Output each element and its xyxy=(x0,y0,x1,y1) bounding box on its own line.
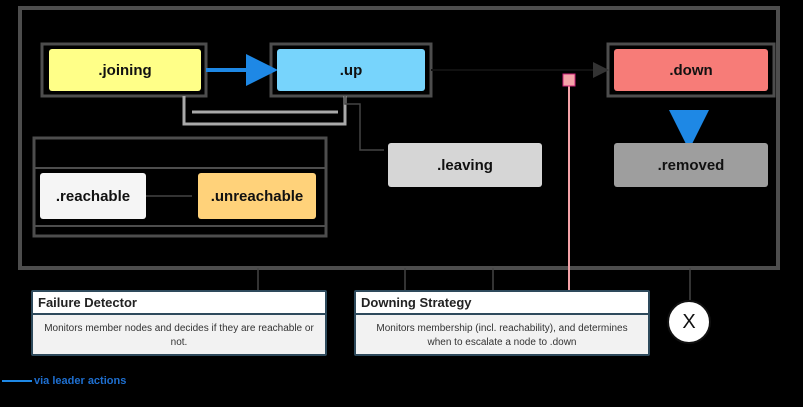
state-removed: .removed xyxy=(614,143,768,187)
outer-frame xyxy=(18,6,780,270)
terminated-x-symbol: X xyxy=(667,300,711,344)
failure-detector-description: Monitors member nodes and decides if the… xyxy=(44,323,314,348)
state-down: .down xyxy=(614,49,768,91)
downing-strategy-panel: Downing Strategy Monitors membership (in… xyxy=(354,290,650,356)
downing-strategy-title: Downing Strategy xyxy=(356,292,648,315)
legend: via leader actions xyxy=(2,375,126,387)
up-to-leaving-line xyxy=(344,96,384,151)
state-joining: .joining xyxy=(49,49,201,91)
downing-strategy-description: Monitors membership (incl. reachability)… xyxy=(376,323,628,348)
reachability-inner-frame xyxy=(33,167,327,227)
downing-marker xyxy=(562,73,576,87)
state-unreachable: .unreachable xyxy=(198,173,316,219)
failure-detector-title: Failure Detector xyxy=(33,292,325,315)
legend-blue-line xyxy=(2,380,32,382)
state-reachable: .reachable xyxy=(40,173,146,219)
state-leaving: .leaving xyxy=(388,143,542,187)
state-up: .up xyxy=(277,49,425,91)
joining-leaving-loop xyxy=(182,96,347,126)
failure-detector-panel: Failure Detector Monitors member nodes a… xyxy=(31,290,327,356)
legend-label: via leader actions xyxy=(34,375,127,387)
